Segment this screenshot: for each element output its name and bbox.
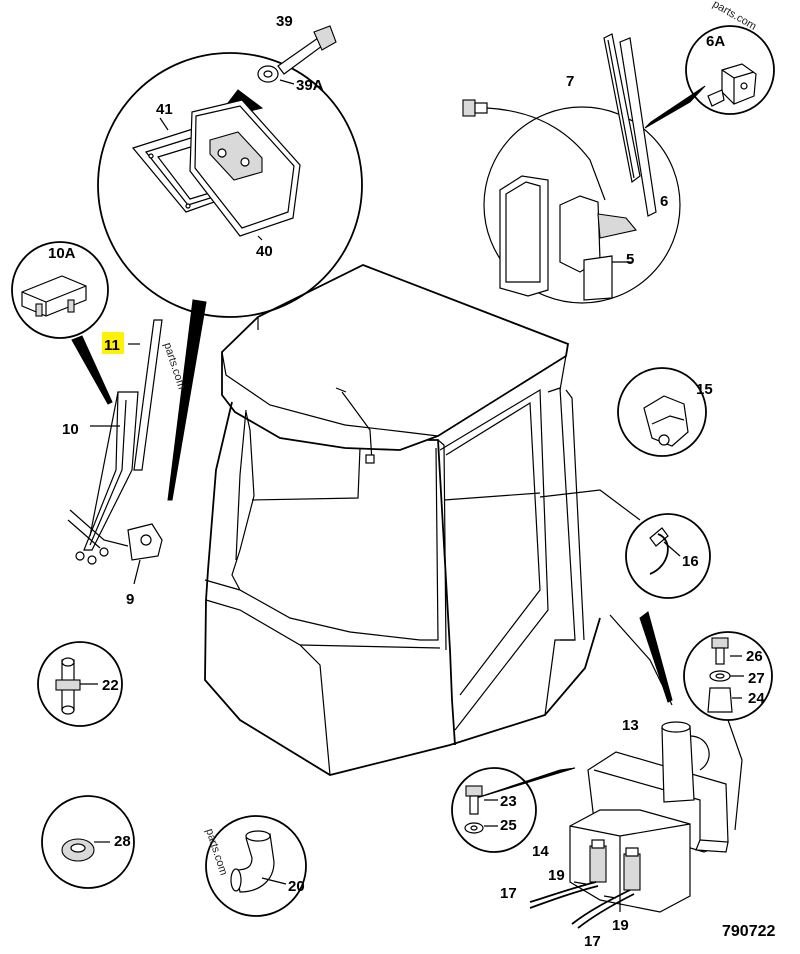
label-26: 26 <box>746 648 763 665</box>
detail-circle-6A <box>685 25 775 115</box>
detail-circle-20 <box>205 815 307 917</box>
label-17-bottom: 17 <box>584 933 601 949</box>
drawing-number: 790722 <box>722 923 775 940</box>
watermark-mid: parts.com <box>161 341 187 391</box>
detail-circle-28 <box>41 795 135 889</box>
label-41: 41 <box>156 101 173 118</box>
label-10A: 10A <box>48 245 76 262</box>
label-6A: 6A <box>706 33 725 50</box>
label-9: 9 <box>126 591 134 608</box>
rear-wiper-assembly <box>462 33 681 304</box>
label-17-left: 17 <box>500 885 517 902</box>
label-7: 7 <box>566 73 574 90</box>
label-11: 11 <box>104 337 120 354</box>
leader-16 <box>539 489 641 521</box>
label-19-left: 19 <box>548 867 565 884</box>
leader-13 <box>609 614 673 706</box>
label-39: 39 <box>276 13 293 30</box>
callout-wedge-10A <box>71 335 113 405</box>
callout-wedge-40 <box>167 299 207 501</box>
label-28: 28 <box>114 833 131 850</box>
label-24: 24 <box>748 690 765 707</box>
front-wiper-assembly <box>11 241 163 585</box>
label-6: 6 <box>660 193 668 210</box>
label-22: 22 <box>102 677 119 694</box>
detail-circle-16 <box>625 513 711 599</box>
detail-circle-22 <box>37 641 123 727</box>
label-25: 25 <box>500 817 517 834</box>
label-5: 5 <box>626 251 634 268</box>
washer-reservoir <box>529 721 729 929</box>
label-20: 20 <box>288 878 305 895</box>
label-19-right: 19 <box>612 917 629 934</box>
highlight-11 <box>102 332 124 354</box>
detail-circle-hardware <box>683 631 773 721</box>
label-15: 15 <box>696 381 713 398</box>
label-14: 14 <box>532 843 549 860</box>
cab-body <box>204 264 601 776</box>
label-10: 10 <box>62 421 79 438</box>
label-23: 23 <box>500 793 517 810</box>
label-27: 27 <box>748 670 765 687</box>
detail-circle-15 <box>617 367 707 457</box>
label-13: 13 <box>622 717 639 734</box>
label-40: 40 <box>256 243 273 260</box>
detail-circle-gasket <box>97 25 363 318</box>
leader-24 <box>727 719 743 831</box>
callout-wedge-23 <box>469 767 576 801</box>
callout-wedge-13 <box>639 611 673 703</box>
callout-wedge-6A <box>644 85 706 129</box>
label-16: 16 <box>682 553 699 570</box>
detail-circle-23 <box>451 767 537 853</box>
label-39A: 39A <box>296 77 324 94</box>
